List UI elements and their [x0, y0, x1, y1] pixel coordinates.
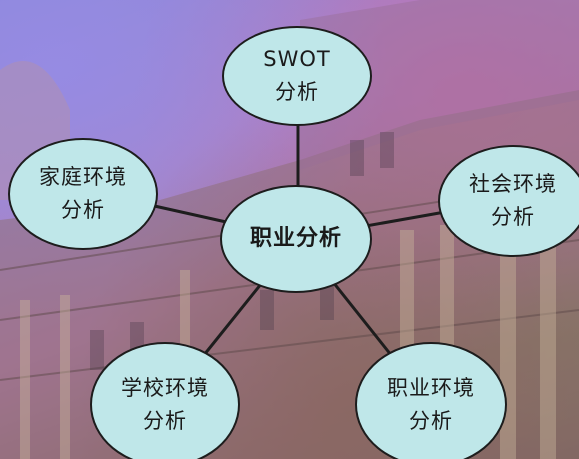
node-swot-analysis: SWOT 分析 [222, 26, 372, 126]
node-family-environment: 家庭环境 分析 [8, 138, 158, 250]
node-society-line2: 分析 [491, 205, 535, 229]
node-swot-line2: 分析 [275, 80, 319, 104]
node-career-line1: 职业环境 [387, 375, 475, 400]
node-family-line2: 分析 [61, 198, 105, 222]
node-school-line2: 分析 [143, 408, 187, 433]
node-center-label: 职业分析 [249, 225, 342, 251]
node-society-environment: 社会环境 分析 [438, 145, 579, 257]
node-career-environment: 职业环境 分析 [355, 342, 507, 459]
node-swot-line1: SWOT [263, 47, 331, 72]
node-school-line1: 学校环境 [121, 375, 209, 400]
node-school-environment: 学校环境 分析 [90, 342, 240, 459]
node-career-line2: 分析 [409, 408, 453, 433]
node-family-line1: 家庭环境 [39, 165, 127, 190]
node-center-career-analysis: 职业分析 [220, 185, 372, 293]
node-society-line1: 社会环境 [469, 172, 557, 197]
